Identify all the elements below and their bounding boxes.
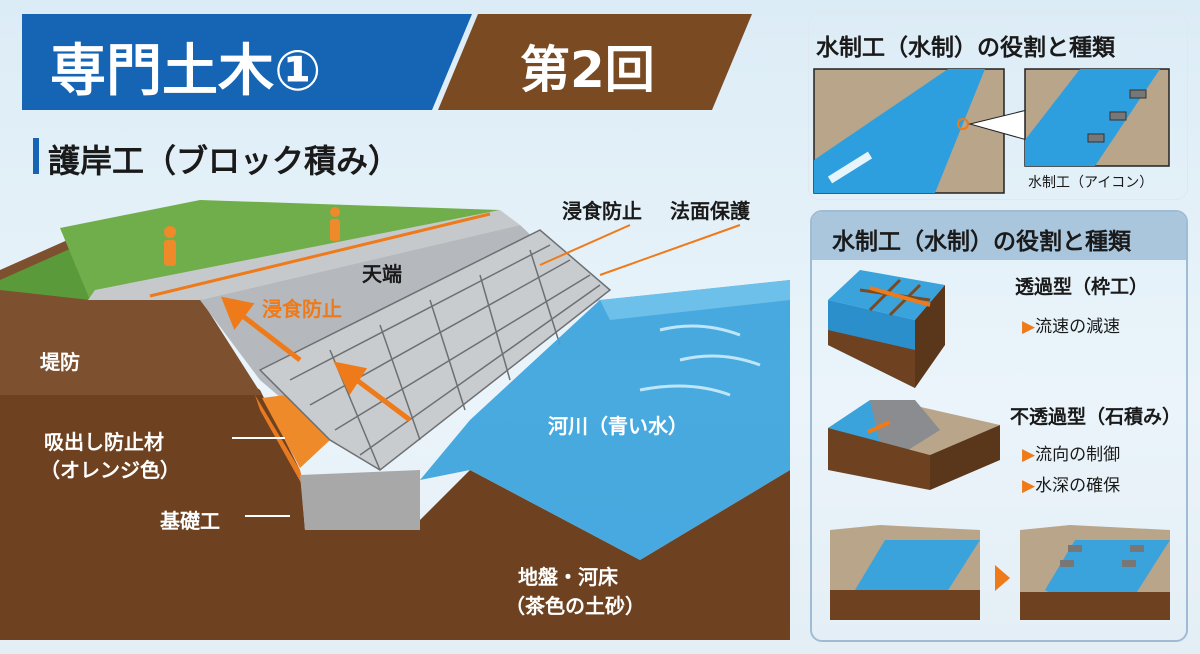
type-impermeable-point-1: ▶流向の制御 [1022, 445, 1121, 465]
triangle-bullet-icon: ▶ [1022, 317, 1036, 337]
person-icons [164, 207, 340, 266]
before-groin-section [830, 525, 980, 620]
impermeable-groin-illustration [828, 400, 1000, 490]
label-erosion-prevention-left: 浸食防止 [262, 297, 342, 321]
concrete-blocks [258, 229, 612, 471]
river-plan-view [813, 68, 1170, 194]
label-embankment: 堤防 [40, 350, 80, 374]
label-erosion-prevention-top: 浸食防止 [562, 199, 642, 223]
session-label: 第2回 [520, 41, 655, 99]
label-river: 河川（青い水） [548, 414, 688, 438]
triangle-bullet-icon: ▶ [1022, 476, 1036, 496]
erosion-arrows [149, 212, 741, 422]
label-ground: 地盤・河床 [518, 565, 618, 589]
groin-types-header [812, 212, 1186, 260]
type-permeable-point: ▶流速の減速 [1022, 317, 1121, 337]
label-crown: 天端 [362, 262, 402, 286]
type-impermeable-name: 不透過型（石積み） [1010, 406, 1182, 428]
groin-overview-title: 水制工（水制）の役割と種類 [816, 35, 1115, 61]
groin-icon-caption: 水制工（アイコン） [1028, 175, 1154, 191]
groin-overview-card [808, 12, 1188, 200]
label-ground-note: （茶色の土砂） [505, 594, 645, 618]
page-title: 専門土木① [50, 39, 322, 104]
session-banner [438, 14, 752, 110]
permeable-groin-illustration [828, 270, 945, 388]
section-title-bar [33, 138, 39, 174]
leader-lines [232, 437, 290, 517]
label-slope-protection: 法面保護 [670, 199, 750, 223]
title-banner [22, 14, 472, 110]
after-groin-section [1020, 525, 1170, 620]
section-title: 護岸工（ブロック積み） [48, 142, 401, 180]
groin-types-title: 水制工（水制）の役割と種類 [832, 229, 1131, 255]
type-impermeable-point-2: ▶水深の確保 [1022, 476, 1121, 496]
groin-types-card [810, 210, 1188, 642]
transition-arrow-icon [995, 565, 1010, 591]
river-water [420, 280, 790, 560]
triangle-bullet-icon: ▶ [1022, 445, 1036, 465]
type-permeable-name: 透過型（枠工） [1015, 276, 1149, 298]
label-filter-material-note: （オレンジ色） [40, 458, 180, 482]
label-foundation: 基礎工 [160, 509, 220, 533]
label-filter-material: 吸出し防止材 [44, 430, 164, 454]
